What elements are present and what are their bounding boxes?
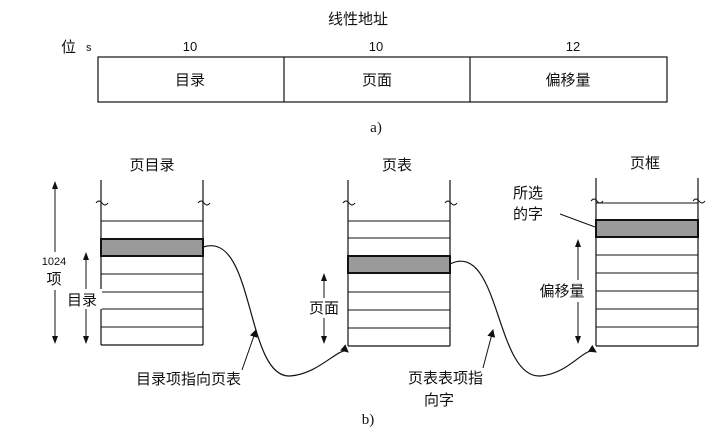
linear-address-title: 线性地址 — [328, 10, 388, 28]
page-bit-count: 10 — [369, 39, 383, 54]
bit-mark: s — [86, 42, 92, 54]
offset-label: 偏移量 — [539, 282, 584, 300]
page-table-title: 页表 — [382, 156, 412, 174]
entries-count: 1024 — [42, 256, 66, 268]
selected-word-line2: 的字 — [513, 205, 543, 223]
offset-bit-count: 12 — [566, 39, 580, 54]
field-directory: 目录 — [175, 71, 205, 89]
pt-entry-note-line1: 页表表项指 — [408, 369, 483, 387]
selected-word-pointer — [559, 213, 596, 228]
selected-word-line1: 所选 — [513, 184, 543, 202]
directory-to-table-connector — [202, 245, 349, 377]
dir-bit-count: 10 — [183, 39, 197, 54]
caption-a: a) — [370, 120, 382, 136]
page-frame-title: 页框 — [630, 154, 660, 172]
directory-index-label: 目录 — [67, 291, 97, 309]
field-page: 页面 — [362, 71, 392, 89]
page-directory-table — [95, 180, 211, 346]
caption-b: b) — [362, 412, 375, 428]
field-offset: 偏移量 — [545, 71, 590, 89]
entries-unit: 项 — [46, 270, 61, 288]
dir-entry-note: 目录项指向页表 — [136, 370, 241, 388]
pt-entry-note-line2: 向字 — [424, 391, 454, 409]
table-to-frame-connector — [449, 260, 597, 377]
page-table — [342, 180, 458, 347]
bits-label: 位 — [61, 38, 76, 56]
page-directory-title: 页目录 — [129, 156, 174, 174]
page-frame-table — [590, 178, 706, 347]
page-index-label: 页面 — [309, 299, 339, 317]
linear-address-bar — [97, 56, 668, 103]
dir-entry-note-pointer — [241, 329, 258, 371]
pt-entry-note-pointer — [482, 329, 496, 369]
